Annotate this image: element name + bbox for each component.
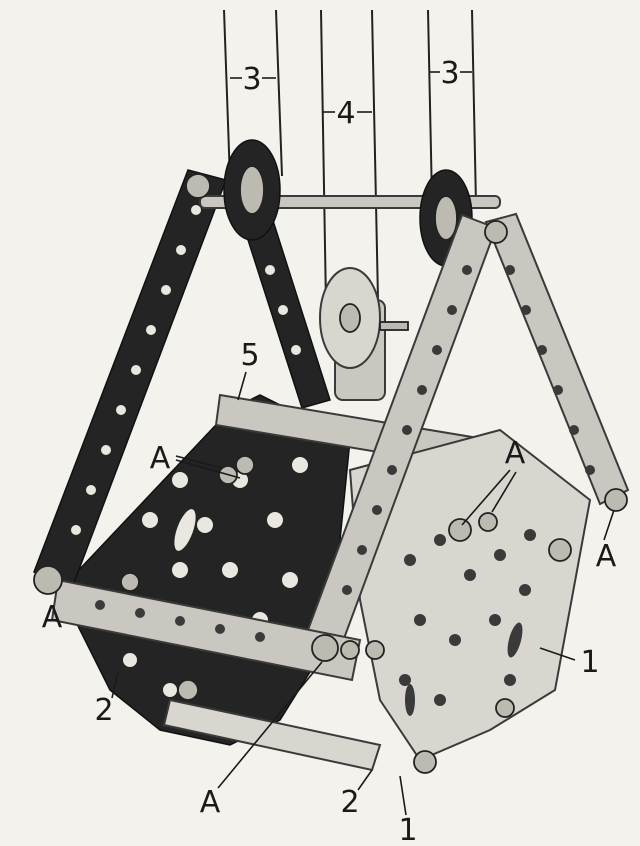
bottom-frame-strip	[50, 578, 362, 682]
right-outer-strip	[484, 212, 630, 506]
label-1-bottom: 1	[398, 813, 417, 846]
right-outer-holes	[505, 265, 595, 475]
lifting-cords	[223, 9, 477, 306]
label-a-upper-right: A	[505, 436, 526, 471]
label-3-left: 3	[242, 62, 261, 97]
label-1-right: 1	[580, 645, 599, 680]
label-2-bottom: 2	[340, 785, 359, 820]
nuts-and-bolts	[33, 220, 628, 774]
centre-pulley-block	[319, 267, 409, 401]
label-2-left: 2	[94, 693, 113, 728]
bottom-strip-holes	[95, 600, 265, 642]
label-a-bottom: A	[200, 785, 221, 820]
label-a-upper-left: A	[150, 441, 171, 476]
light-arm-holes	[342, 265, 472, 595]
label-3-right: 3	[440, 56, 459, 91]
label-4: 4	[336, 96, 355, 131]
label-a-left: A	[42, 600, 63, 635]
label-5: 5	[240, 338, 259, 373]
right-plate-holes	[399, 529, 536, 716]
dark-arm-holes	[71, 205, 201, 535]
label-a-right: A	[596, 539, 617, 574]
